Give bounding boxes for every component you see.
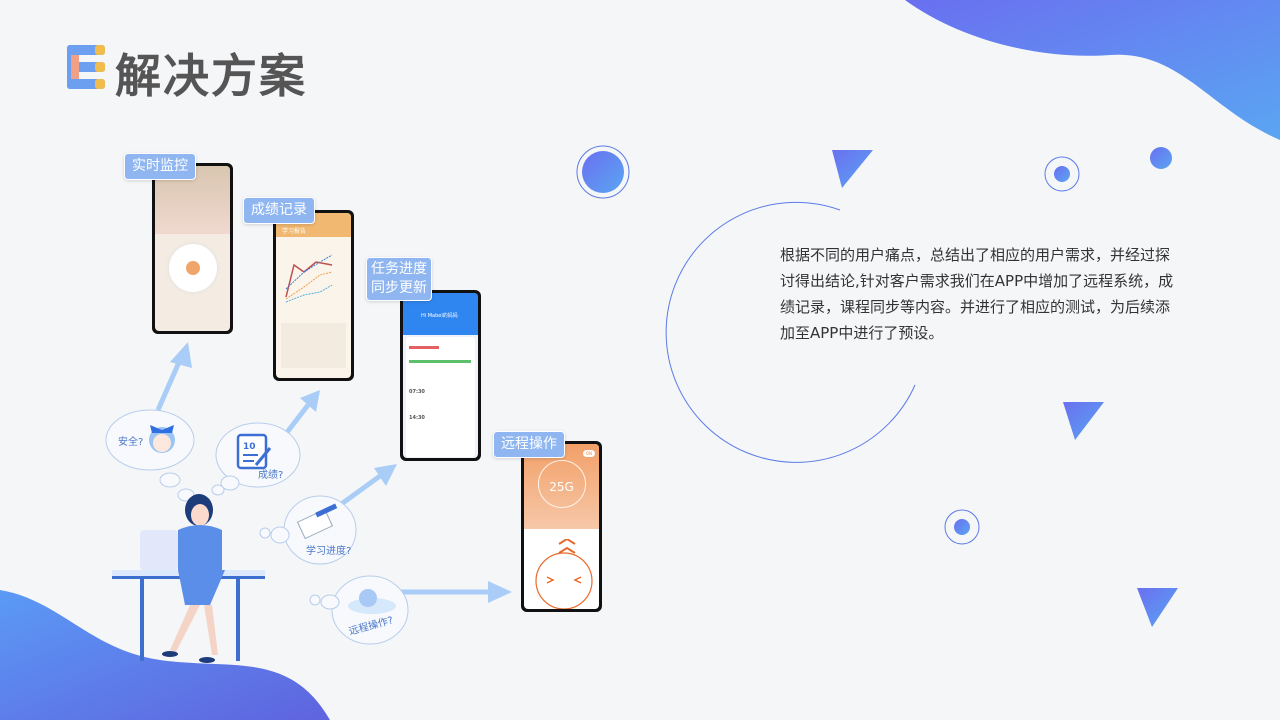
usage-value: 25G: [549, 480, 574, 494]
remote-dial-icon: [348, 589, 396, 614]
screen-title: 学习报告: [282, 228, 307, 235]
phone-remote: 25G ON: [521, 441, 602, 612]
arc-decor: [665, 201, 916, 463]
score-clipboard-icon: [236, 433, 272, 470]
description-text: 根据不同的用户痛点，总结出了相应的用户需求，并经过探讨得出结论,针对客户需求我们…: [780, 246, 1174, 342]
tag-score-record: 成绩记录: [243, 197, 315, 224]
logo-e-icon: [67, 45, 107, 89]
tag-realtime-monitor: 实时监控: [124, 153, 196, 180]
phone-progress: Hi Mabel的妈妈 07:30 14:30: [400, 290, 481, 461]
tag-remote-operation: 远程操作: [493, 431, 565, 458]
phone-score: 学习报告: [273, 210, 354, 381]
ring-decor: [576, 145, 630, 199]
dot-decor: [582, 151, 624, 193]
time-1: 07:30: [409, 389, 425, 395]
woman-at-desk-illustration: [112, 494, 265, 663]
thought-progress: 学习进度?: [306, 546, 352, 557]
girl-avatar-icon: [149, 425, 175, 453]
ptz-button: [186, 261, 200, 275]
tag-task-progress: 任务进度 同步更新: [366, 257, 432, 301]
robot-mascot-illustration: [535, 539, 593, 609]
thought-safety: 安全?: [118, 437, 144, 448]
score-number: 10: [243, 442, 256, 452]
greeting-text: Hi Mabel的妈妈: [421, 313, 458, 319]
time-2: 14:30: [409, 415, 425, 421]
thought-score: 成绩?: [258, 470, 284, 481]
top-right-blob: [905, 0, 1280, 140]
triangle-decor: [832, 150, 873, 188]
power-toggle[interactable]: ON: [582, 450, 595, 457]
score-line-chart: [285, 254, 333, 303]
bottom-left-blob: [0, 590, 330, 720]
arrows: [155, 342, 512, 603]
phone-monitor: [152, 163, 233, 334]
progress-card-icon: [296, 503, 338, 540]
page-title: 解决方案: [115, 49, 307, 103]
